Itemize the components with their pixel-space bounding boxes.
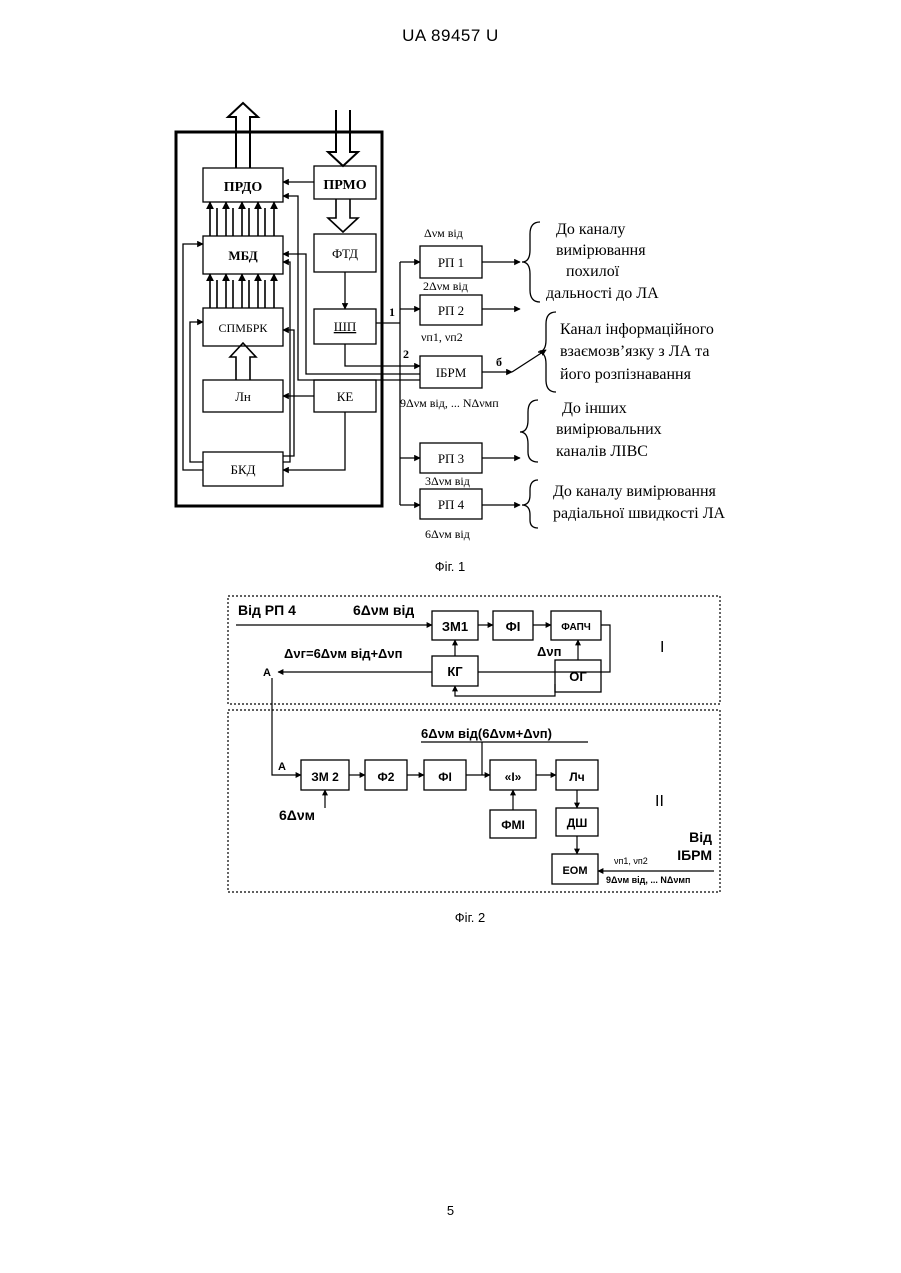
- ibrm-to-channel: [512, 350, 546, 372]
- diagram-text: каналів ЛІВС: [556, 443, 648, 460]
- brace-4: [522, 480, 538, 528]
- input-signal: 6Δνм від: [353, 602, 414, 618]
- brace-1: [522, 222, 540, 302]
- signal-bottom-formula: 6Δνм від(6Δνм+Δνп): [421, 726, 552, 741]
- diagram-text: радіальної швидкості ЛА: [553, 505, 726, 522]
- diagram-text: вимірювання: [556, 242, 646, 259]
- signal-dnu-p: Δνп: [537, 644, 561, 659]
- port-1: 1: [389, 305, 395, 319]
- point-a-top: А: [263, 667, 271, 679]
- signal-rp1-in: Δνм від: [424, 226, 463, 240]
- annotation-1: До каналу вимірювання похилої дальності …: [546, 221, 659, 302]
- label-rp2: РП 2: [438, 303, 464, 318]
- brace-2: [538, 312, 556, 392]
- diagram-text: вимірювальних: [556, 421, 662, 438]
- diagram-text: взаємозв’язку з ЛА та: [560, 343, 709, 360]
- diagram-text: його розпізнавання: [560, 366, 692, 383]
- signal-ibrm-out: 9Δνм від, ... NΔνмп: [400, 396, 499, 410]
- label-rp1: РП 1: [438, 255, 464, 270]
- label-rp3: РП 3: [438, 451, 464, 466]
- label-fapch: ФАПЧ: [561, 622, 591, 633]
- label-mbd: МБД: [228, 248, 257, 263]
- from-ibrm-2: ІБРМ: [677, 847, 712, 863]
- bkd-right-inner: [283, 330, 294, 456]
- label-ln: Лн: [235, 389, 251, 404]
- label-fmi: ФМІ: [501, 818, 525, 832]
- from-ibrm-1: Від: [689, 829, 712, 845]
- spmbrk-mbd-bus: [210, 274, 274, 308]
- prmo-ftd-arrow: [328, 199, 358, 232]
- bkd-right-feedback: [283, 262, 290, 462]
- section-II-label: ІІ: [655, 793, 664, 810]
- label-spmbrk: СПМБРК: [219, 321, 269, 335]
- label-fi-bottom: ФІ: [438, 770, 452, 784]
- signal-rp3-in: 3Δνм від: [425, 474, 470, 488]
- signal-eom-seq: 9Δνм від, ... NΔνмп: [606, 875, 690, 885]
- output-hollow-arrow: [228, 103, 258, 168]
- bkd-inner-left: [190, 322, 203, 462]
- section-I-label: І: [660, 639, 664, 656]
- diagram-text: похилої: [566, 263, 620, 280]
- page-number: 5: [0, 1203, 901, 1218]
- signal-eom-nu: νп1, νп2: [614, 856, 648, 866]
- diagram-text: Канал інформаційного: [560, 321, 714, 338]
- label-ke: КЕ: [337, 389, 354, 404]
- label-ftd: ФТД: [332, 246, 358, 261]
- shp-output-bus: [376, 262, 400, 505]
- label-ibrm: ІБРМ: [436, 365, 467, 380]
- label-fi-top: ФІ: [506, 619, 521, 634]
- diagram-text: До інших: [562, 400, 627, 417]
- annotation-2: Канал інформаційного взаємозв’язку з ЛА …: [560, 321, 714, 383]
- signal-dnu-g: Δνг=6Δνм від+Δνп: [284, 646, 403, 661]
- mbd-prdo-bus: [210, 202, 274, 236]
- label-lch: Лч: [569, 770, 584, 784]
- signal-ibrm-nu: νп1, νп2: [421, 330, 463, 344]
- label-prmo: ПРМО: [323, 178, 366, 193]
- a-to-zm2: [272, 678, 301, 775]
- port-2: 2: [403, 347, 409, 361]
- label-one: «І»: [505, 770, 522, 784]
- label-shp: ШП: [334, 319, 357, 334]
- input-label: Від РП 4: [238, 602, 296, 618]
- fig1-caption: Фіг. 1: [435, 559, 465, 574]
- input-hollow-arrow: [328, 110, 358, 166]
- label-zm2: ЗМ 2: [311, 770, 339, 784]
- label-dsh: ДШ: [567, 816, 588, 830]
- fig2-labels: І ІІ Від РП 4 6Δνм від ЗМ1 ФІ ФАПЧ КГ ОГ…: [238, 602, 712, 885]
- bkd-left-feedback: [183, 244, 203, 470]
- signal-rp2-in: 2Δνм від: [423, 279, 468, 293]
- signal-zm2-in: 6Δνм: [279, 807, 315, 823]
- label-prdo: ПРДО: [224, 180, 263, 195]
- label-zm1: ЗМ1: [442, 619, 468, 634]
- label-bkd: БКД: [230, 462, 255, 477]
- figure-2: [228, 596, 720, 892]
- label-rp4: РП 4: [438, 497, 465, 512]
- diagram-text: До каналу: [556, 221, 625, 238]
- point-a-bottom: А: [278, 761, 286, 773]
- brace-3: [520, 400, 538, 462]
- annotation-3: До інших вимірювальних каналів ЛІВС: [556, 400, 662, 460]
- annotation-4: До каналу вимірювання радіальної швидкос…: [553, 483, 726, 522]
- label-kg: КГ: [447, 664, 463, 679]
- ln-spmbrk-arrow: [230, 343, 256, 380]
- port-b: б: [496, 355, 502, 369]
- label-f2: Ф2: [378, 770, 395, 784]
- signal-rp4-in: 6Δνм від: [425, 527, 470, 541]
- ke-bkd-line: [283, 412, 345, 470]
- label-eom: ЕОМ: [562, 865, 587, 877]
- diagram-text: дальності до ЛА: [546, 285, 659, 302]
- fig2-caption: Фіг. 2: [455, 910, 485, 925]
- diagram-text: До каналу вимірювання: [553, 483, 717, 500]
- label-og: ОГ: [569, 669, 587, 684]
